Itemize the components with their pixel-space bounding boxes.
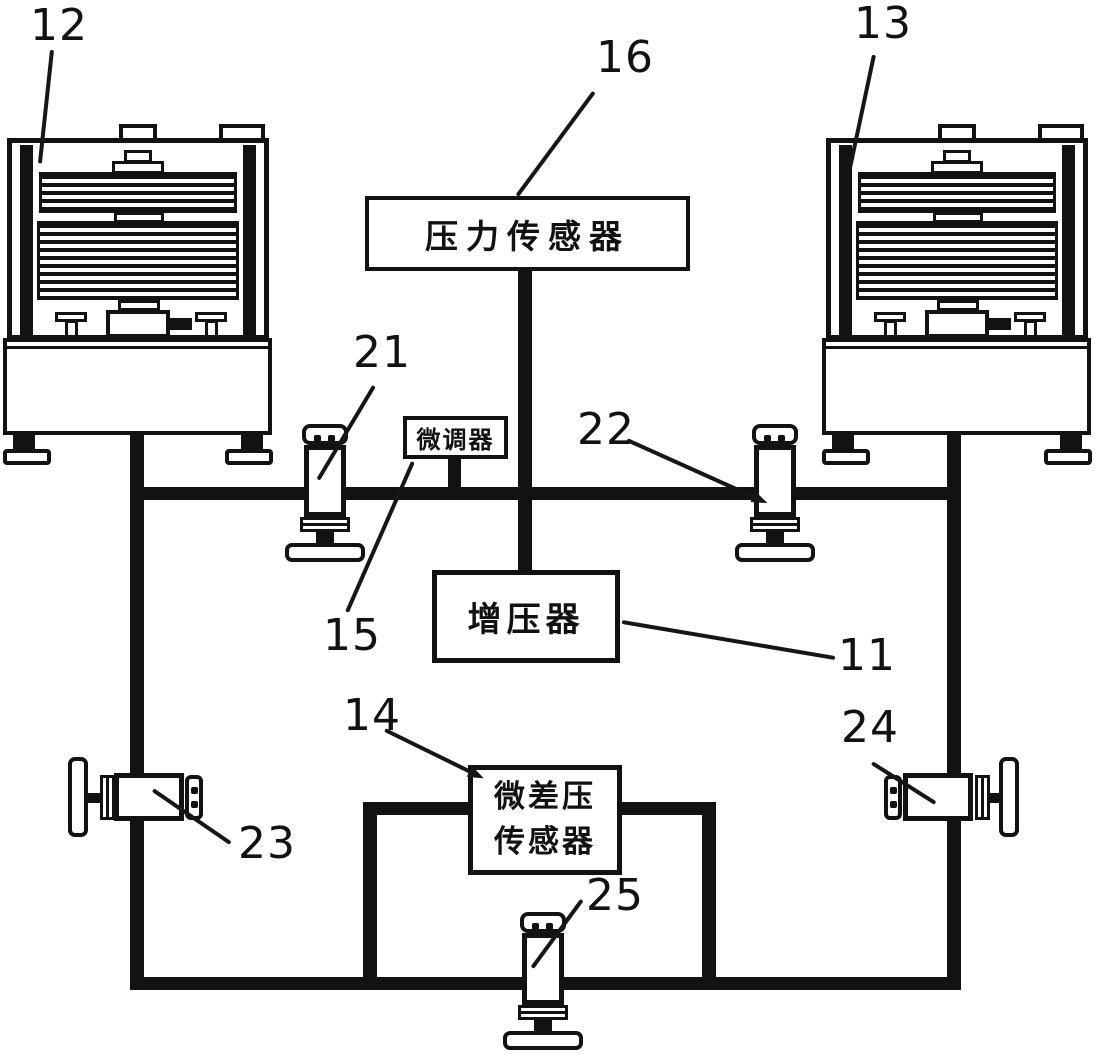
ref-label-12: 12 xyxy=(30,0,88,51)
valve-cap-dot xyxy=(328,435,335,442)
valve-25 xyxy=(503,912,583,1050)
base-foot-pad xyxy=(1044,449,1092,465)
piston-gauge-left xyxy=(3,122,273,465)
support-foot xyxy=(205,320,218,338)
valve-handle-plate xyxy=(68,757,88,837)
ref-label-24: 24 xyxy=(841,702,899,753)
valve-cap-dot xyxy=(532,923,539,930)
valve-flange xyxy=(518,1005,568,1020)
pipe-loop-left-vertical xyxy=(363,802,377,990)
valve-24 xyxy=(881,757,1021,839)
valve-21 xyxy=(285,424,365,562)
valve-cap-dot xyxy=(546,923,553,930)
valve-handle-plate xyxy=(999,757,1019,837)
base-foot xyxy=(241,435,263,450)
device-left-column xyxy=(20,145,33,338)
ref-label-13: 13 xyxy=(854,0,912,49)
ref-label-15: 15 xyxy=(323,610,381,661)
weight-stack-lower xyxy=(856,221,1058,300)
pedestal-port xyxy=(989,318,1011,330)
piston-pedestal xyxy=(106,310,170,338)
leader-11 xyxy=(621,620,836,660)
piston-gauge-right xyxy=(822,122,1092,465)
valve-cap-dot xyxy=(778,435,785,442)
fine-adjuster-box: 微调器 xyxy=(403,416,508,459)
pressure-sensor-label: 压力传感器 xyxy=(425,216,630,256)
weight-stack-upper xyxy=(39,172,237,213)
valve-body xyxy=(754,445,796,517)
ref-label-23: 23 xyxy=(238,818,296,869)
weight-stack-upper xyxy=(858,172,1056,213)
leader-16 xyxy=(515,90,596,197)
valve-22 xyxy=(735,424,815,562)
pressure-sensor-box: 压力传感器 xyxy=(365,196,690,271)
diff-pressure-sensor-label-line1: 微差压 xyxy=(494,779,596,816)
booster-label: 增压器 xyxy=(467,600,585,640)
valve-cap-dot xyxy=(890,801,897,808)
piston-pedestal xyxy=(925,310,989,338)
valve-flange xyxy=(750,517,800,532)
fine-adjuster-label: 微调器 xyxy=(416,426,495,454)
pipe-top-horizontal xyxy=(130,487,961,500)
valve-cap-dot xyxy=(764,435,771,442)
pipe-loop-right-vertical xyxy=(702,802,716,990)
weight-stack-lower xyxy=(37,221,239,300)
base-foot-pad xyxy=(225,449,273,465)
base-foot xyxy=(13,435,35,450)
valve-cap-dot xyxy=(191,787,198,794)
pipe-loop-left-horizontal xyxy=(363,802,470,815)
valve-stem xyxy=(88,793,101,803)
piston-neck xyxy=(937,300,979,311)
valve-23 xyxy=(66,757,206,839)
valve-cap-dot xyxy=(191,801,198,808)
support-foot xyxy=(65,320,78,338)
support-foot xyxy=(884,320,897,338)
base-foot-pad xyxy=(3,449,51,465)
valve-body xyxy=(114,773,184,821)
valve-handle-plate xyxy=(503,1031,583,1050)
ref-label-16: 16 xyxy=(596,32,654,83)
valve-handle-plate xyxy=(285,543,365,562)
pipe-right-vertical xyxy=(947,433,961,990)
device-right-column xyxy=(1062,145,1075,338)
ref-label-22: 22 xyxy=(577,404,635,455)
valve-handle-plate xyxy=(735,543,815,562)
device-base xyxy=(3,338,272,435)
booster-box: 增压器 xyxy=(432,570,620,663)
diff-pressure-sensor-label-line2: 传感器 xyxy=(494,824,596,860)
valve-body xyxy=(304,445,346,517)
support-foot xyxy=(1024,320,1037,338)
device-right-column xyxy=(243,145,256,338)
pipe-left-vertical xyxy=(130,433,144,990)
piston-neck xyxy=(118,300,160,311)
valve-flange xyxy=(100,775,115,820)
pedestal-port xyxy=(170,318,192,330)
pipe-adjuster-stub xyxy=(448,457,461,487)
ref-label-14: 14 xyxy=(343,690,401,741)
ref-label-25: 25 xyxy=(586,870,644,921)
device-left-column xyxy=(839,145,852,338)
base-foot xyxy=(832,435,854,450)
device-base xyxy=(822,338,1091,435)
base-foot xyxy=(1060,435,1082,450)
valve-body xyxy=(522,933,564,1005)
valve-cap-dot xyxy=(314,435,321,442)
valve-flange xyxy=(300,517,350,532)
valve-stem xyxy=(316,532,334,543)
pipe-loop-right-horizontal xyxy=(620,802,716,815)
valve-stem xyxy=(987,793,1000,803)
valve-cap xyxy=(752,424,798,445)
base-foot-pad xyxy=(822,449,870,465)
valve-cap-dot xyxy=(890,787,897,794)
ref-label-11: 11 xyxy=(838,630,896,681)
diff-pressure-sensor-box: 微差压 传感器 xyxy=(468,765,622,875)
pipe-sensor-stem xyxy=(518,271,532,570)
valve-stem xyxy=(534,1020,552,1031)
valve-body xyxy=(903,773,973,821)
ref-label-21: 21 xyxy=(353,327,411,378)
valve-stem xyxy=(766,532,784,543)
